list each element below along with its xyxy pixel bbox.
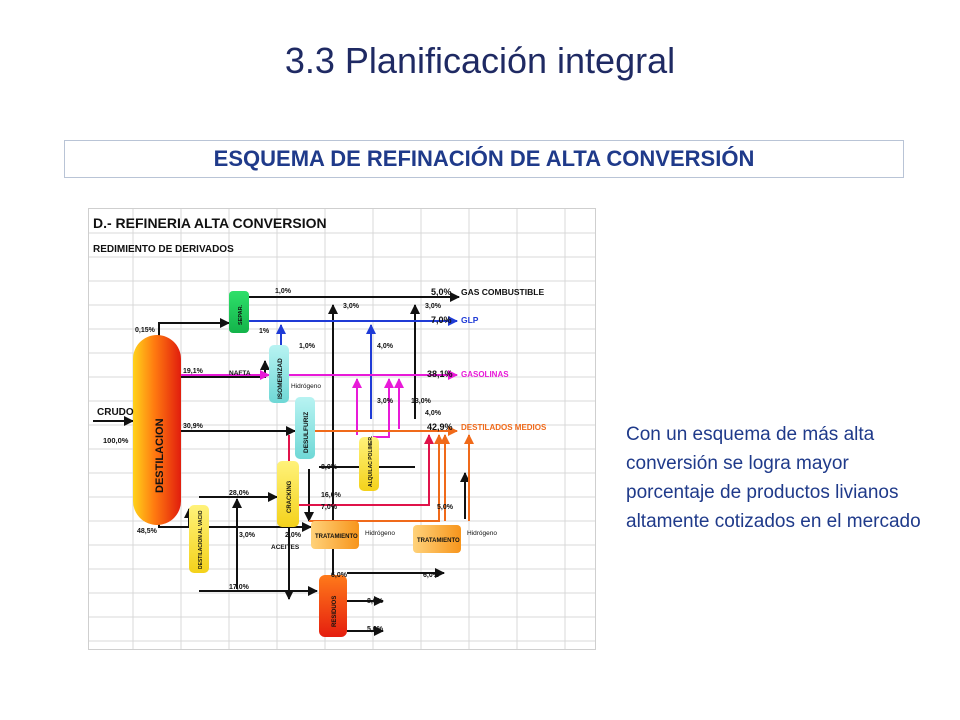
refinery-diagram-svg: D.- REFINERIA ALTA CONVERSION REDIMIENTO… <box>89 209 595 649</box>
flow-pct: 7,0% <box>321 504 338 511</box>
residues-unit: RESIDUOS <box>319 575 347 637</box>
vacuum-distillation-unit: DESTILACION AL VACIO <box>189 505 209 573</box>
desulfurization-label: DESULFURIZ <box>303 412 310 453</box>
treatment-1-label: TRATAMIENTO <box>315 534 358 540</box>
flow-pct: 30,9% <box>183 423 204 430</box>
flow-pct: 5,0% <box>367 626 384 633</box>
scheme-banner: ESQUEMA DE REFINACIÓN DE ALTA CONVERSIÓN <box>64 140 904 178</box>
cracking-label: CRACKING <box>287 480 293 513</box>
feed-label: CRUDO <box>97 407 134 418</box>
diagram-subtitle: REDIMIENTO DE DERIVADOS <box>93 244 234 255</box>
separation-unit: SEPAR. <box>229 291 249 333</box>
flow-pct: 1,0% <box>299 343 316 350</box>
flow-pct: 3,0% <box>343 303 360 310</box>
flow-percentages: 0,15% 19,1% 30,9% 48,5% 1,0% 1% 1,0% 3,0… <box>135 288 454 633</box>
cracking-unit: CRACKING <box>277 461 299 527</box>
product-glp-name: GLP <box>461 315 479 325</box>
flow-pct: 4,0% <box>425 410 442 417</box>
flow-pct: 1% <box>259 328 270 335</box>
product-distillates-pct: 42,9% <box>427 422 453 432</box>
grid-lines <box>89 209 595 649</box>
flow-pct: 1,0% <box>275 288 292 295</box>
flow-pct: 0,15% <box>135 327 156 334</box>
description-text: Con un esquema de más alta conversión se… <box>626 424 921 532</box>
treatment-unit-2: TRATAMIENTO <box>413 525 461 553</box>
treatment-unit-1: TRATAMIENTO <box>311 521 359 549</box>
flow-pct: 13,0% <box>411 398 432 405</box>
flow-pct: 4,0% <box>377 343 394 350</box>
flow-pct: 3,0% <box>239 532 256 539</box>
flow-pct: 17,0% <box>229 584 250 591</box>
aceites-label: ACEITES <box>271 544 300 551</box>
flow-pct: 3,0% <box>425 303 442 310</box>
product-distillates-name: DESTILADOS MEDIOS <box>461 423 547 432</box>
isomerization-label: ISOMERIZAD <box>277 358 284 399</box>
distillation-label: DESTILACION <box>154 418 166 493</box>
hydrogen-label-2: Hidrógeno <box>365 530 395 537</box>
nafta-label: NAFTA <box>229 370 251 377</box>
product-gas-name: GAS COMBUSTIBLE <box>461 287 544 297</box>
flow-pct: 5,0% <box>437 504 454 511</box>
hydrogen-label-3: Hidrógeno <box>467 530 497 537</box>
alkylation-label: ALQUILAC POLIMER. <box>368 435 374 487</box>
flow-pct: 3,0% <box>377 398 394 405</box>
diagram-title: D.- REFINERIA ALTA CONVERSION <box>93 215 327 231</box>
treatment-2-label: TRATAMIENTO <box>417 538 460 544</box>
feed-pct: 100,0% <box>103 436 129 445</box>
flow-pct: 28,0% <box>229 490 250 497</box>
flow-pct: 2,0% <box>285 532 302 539</box>
vacuum-label: DESTILACION AL VACIO <box>198 510 204 569</box>
distillation-unit: DESTILACION <box>133 335 181 525</box>
flow-pct: 6,0% <box>423 572 440 579</box>
flow-pct: 8,0% <box>367 598 384 605</box>
hydrogen-label-1: Hidrógeno <box>291 383 321 390</box>
flow-pct: 6,0% <box>331 572 348 579</box>
flow-pct: 19,1% <box>183 368 204 375</box>
product-gasoline-pct: 38,1% <box>427 369 453 379</box>
product-gasoline-name: GASOLINAS <box>461 370 509 379</box>
product-glp-pct: 7,0% <box>431 315 452 325</box>
flow-pct: 16,0% <box>321 492 342 499</box>
flow-pct: 48,5% <box>137 528 158 535</box>
refinery-diagram: D.- REFINERIA ALTA CONVERSION REDIMIENTO… <box>88 208 596 650</box>
product-gas-pct: 5,0% <box>431 287 452 297</box>
isomerization-unit: ISOMERIZAD <box>269 345 289 403</box>
desulfurization-unit: DESULFURIZ <box>295 397 315 459</box>
residues-label: RESIDUOS <box>332 596 338 627</box>
flow-pct: 8,0% <box>321 464 338 471</box>
gasoline-flows <box>179 370 458 438</box>
page-title: 3.3 Planificación integral <box>284 40 676 81</box>
alkylation-unit: ALQUILAC POLIMER. <box>359 435 379 491</box>
separation-label: SEPAR. <box>238 304 244 325</box>
